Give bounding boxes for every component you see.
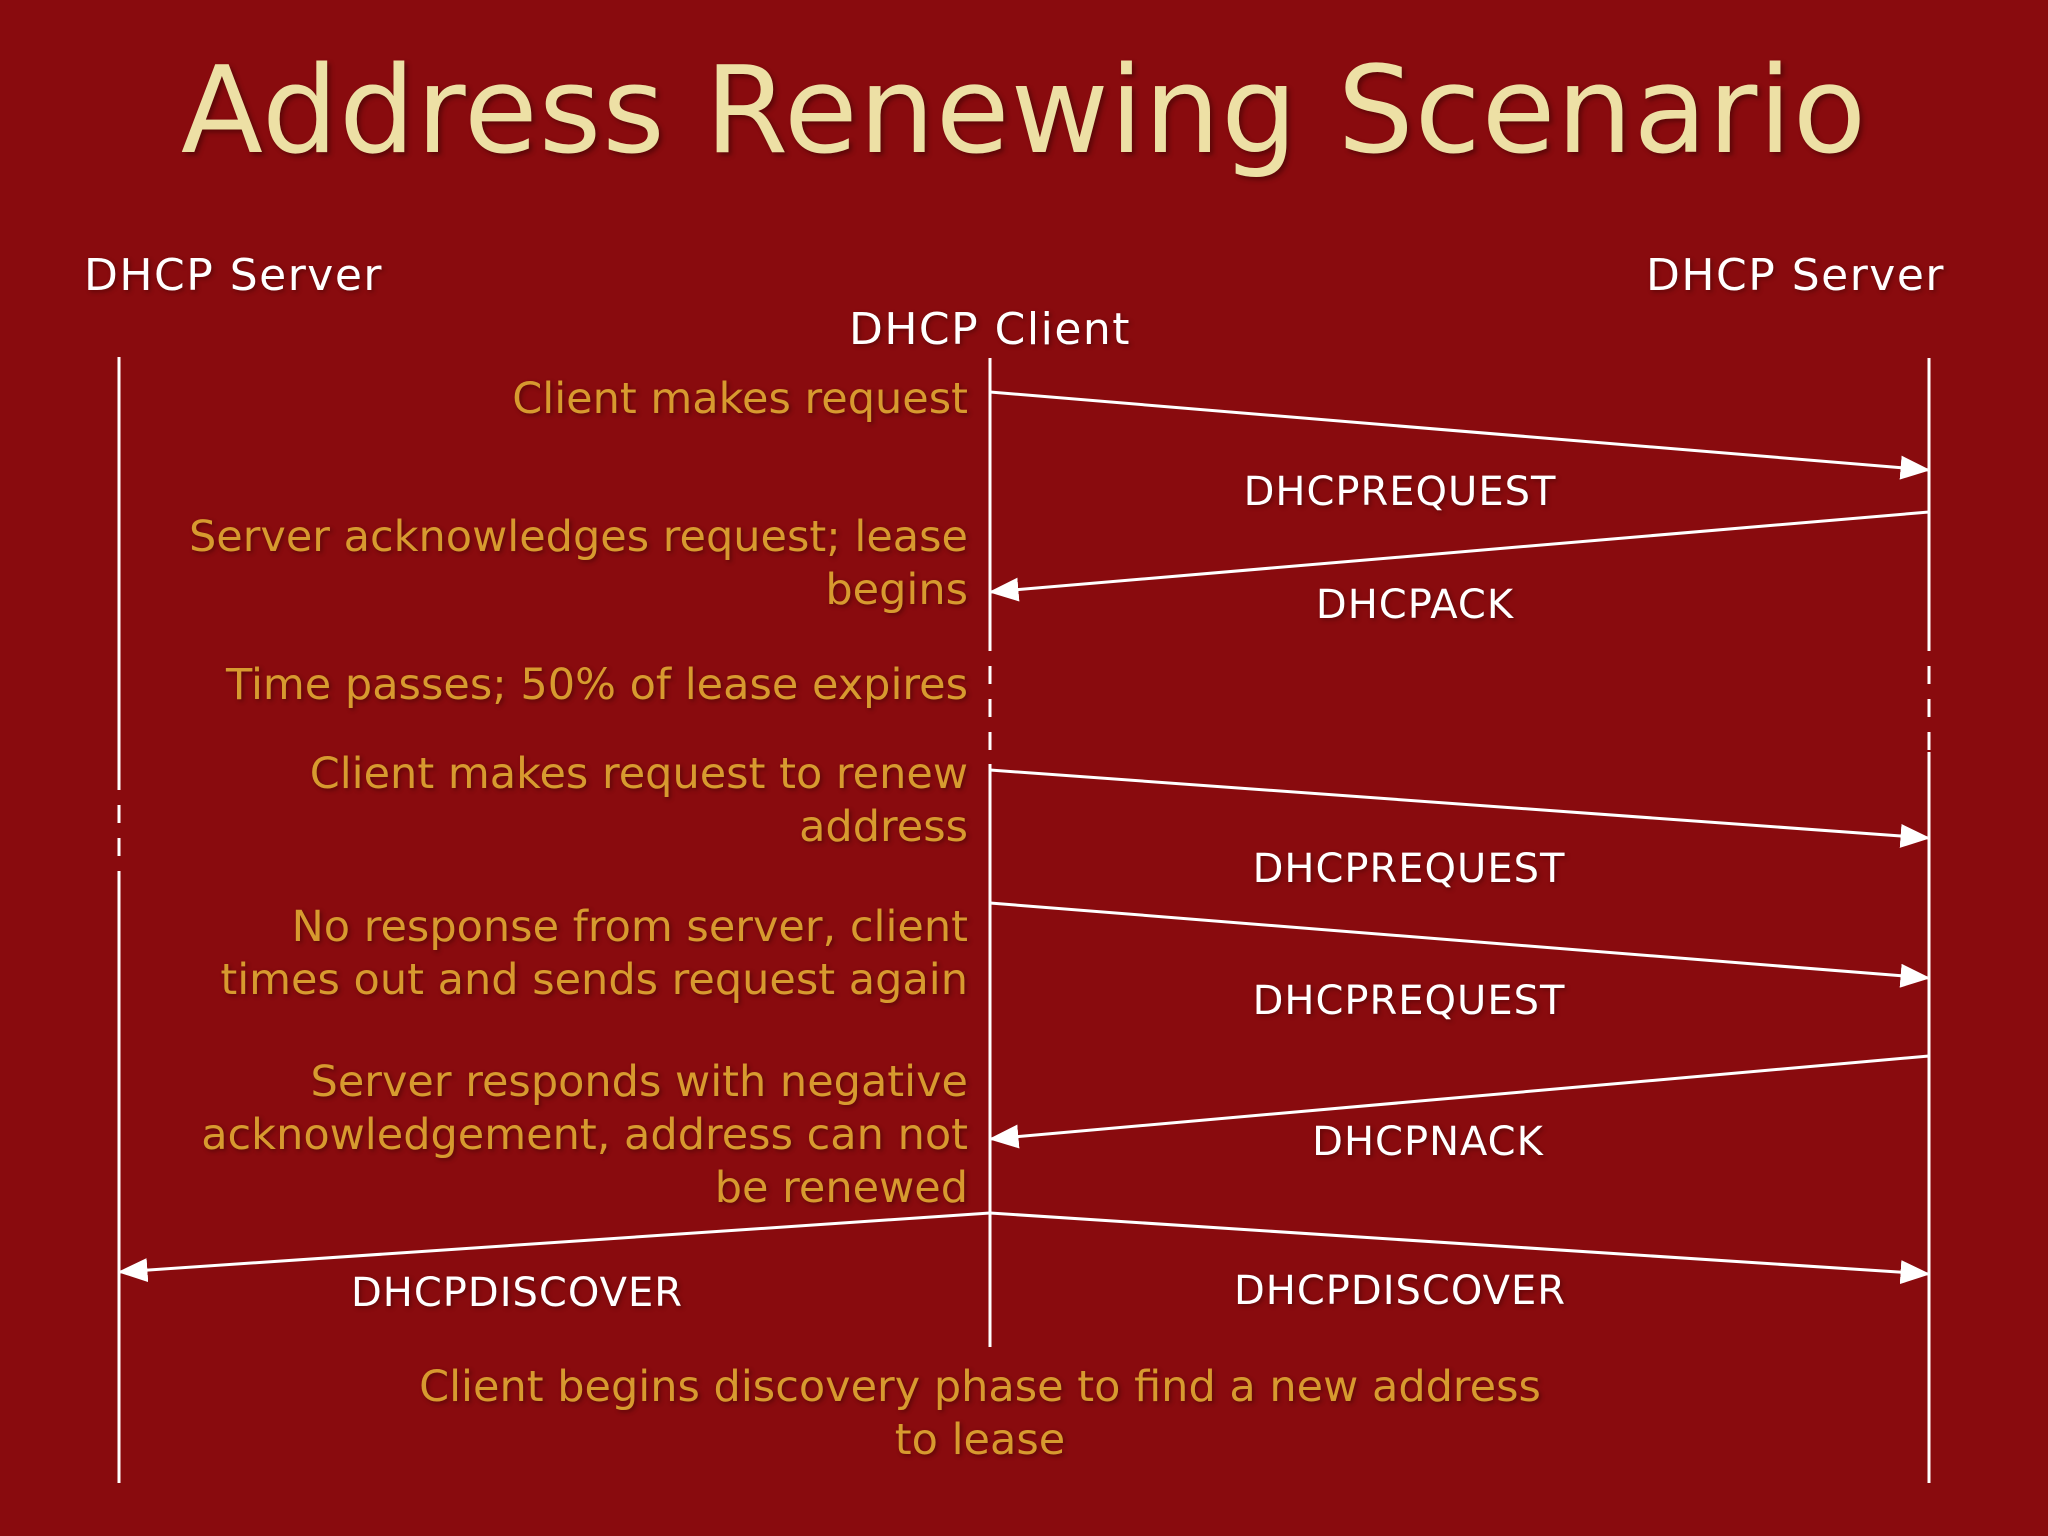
arrow-dhcpdiscover-left bbox=[117, 1211, 991, 1283]
note-line: acknowledgement, address can not bbox=[201, 1110, 968, 1160]
note-line: be renewed bbox=[714, 1163, 968, 1213]
note-line: Time passes; 50% of lease expires bbox=[226, 660, 968, 710]
note-no-response-timeout: No response from server, client times ou… bbox=[220, 901, 968, 1007]
message-label-dhcpdiscover-right: DHCPDISCOVER bbox=[1233, 1268, 1567, 1314]
note-negative-acknowledgement: Server responds with negative acknowledg… bbox=[201, 1056, 968, 1215]
arrow-dhcprequest-1 bbox=[989, 390, 1931, 480]
actor-label-dhcp-server-right: DHCP Server bbox=[1646, 250, 1945, 301]
message-label-dhcpnack: DHCPNACK bbox=[1312, 1119, 1544, 1165]
note-line: times out and sends request again bbox=[220, 955, 968, 1005]
note-line: address bbox=[799, 802, 968, 852]
note-line: begins bbox=[825, 565, 968, 615]
note-begins-discovery-phase: Client begins discovery phase to find a … bbox=[280, 1361, 1680, 1467]
note-request-to-renew: Client makes request to renew address bbox=[310, 748, 968, 854]
note-line: Client makes request to renew bbox=[309, 749, 968, 799]
note-line: Client makes request bbox=[512, 374, 968, 424]
note-line: to lease bbox=[894, 1415, 1066, 1465]
note-time-passes: Time passes; 50% of lease expires bbox=[226, 659, 968, 712]
arrow-dhcprequest-3 bbox=[989, 901, 1931, 988]
note-line: Server responds with negative bbox=[310, 1057, 968, 1107]
actor-label-dhcp-server-left: DHCP Server bbox=[84, 250, 383, 301]
arrow-dhcpnack bbox=[988, 1054, 1930, 1149]
note-line: Server acknowledges request; lease bbox=[188, 512, 968, 562]
message-label-dhcprequest-2: DHCPREQUEST bbox=[1252, 846, 1566, 892]
arrow-dhcprequest-2 bbox=[989, 768, 1931, 848]
message-label-dhcprequest-1: DHCPREQUEST bbox=[1243, 469, 1557, 515]
note-line: No response from server, client bbox=[291, 902, 968, 952]
note-line: Client begins discovery phase to find a … bbox=[419, 1362, 1541, 1412]
note-client-makes-request: Client makes request bbox=[512, 373, 968, 426]
note-server-acknowledges: Server acknowledges request; lease begin… bbox=[189, 511, 968, 617]
message-label-dhcpdiscover-left: DHCPDISCOVER bbox=[350, 1270, 684, 1316]
message-label-dhcpack: DHCPACK bbox=[1315, 582, 1515, 628]
actor-label-dhcp-client: DHCP Client bbox=[848, 304, 1132, 355]
arrow-dhcpack bbox=[988, 510, 1930, 602]
arrow-dhcpdiscover-right bbox=[989, 1211, 1931, 1285]
message-label-dhcprequest-3: DHCPREQUEST bbox=[1252, 978, 1566, 1024]
slide-title: Address Renewing Scenario bbox=[180, 42, 1868, 181]
